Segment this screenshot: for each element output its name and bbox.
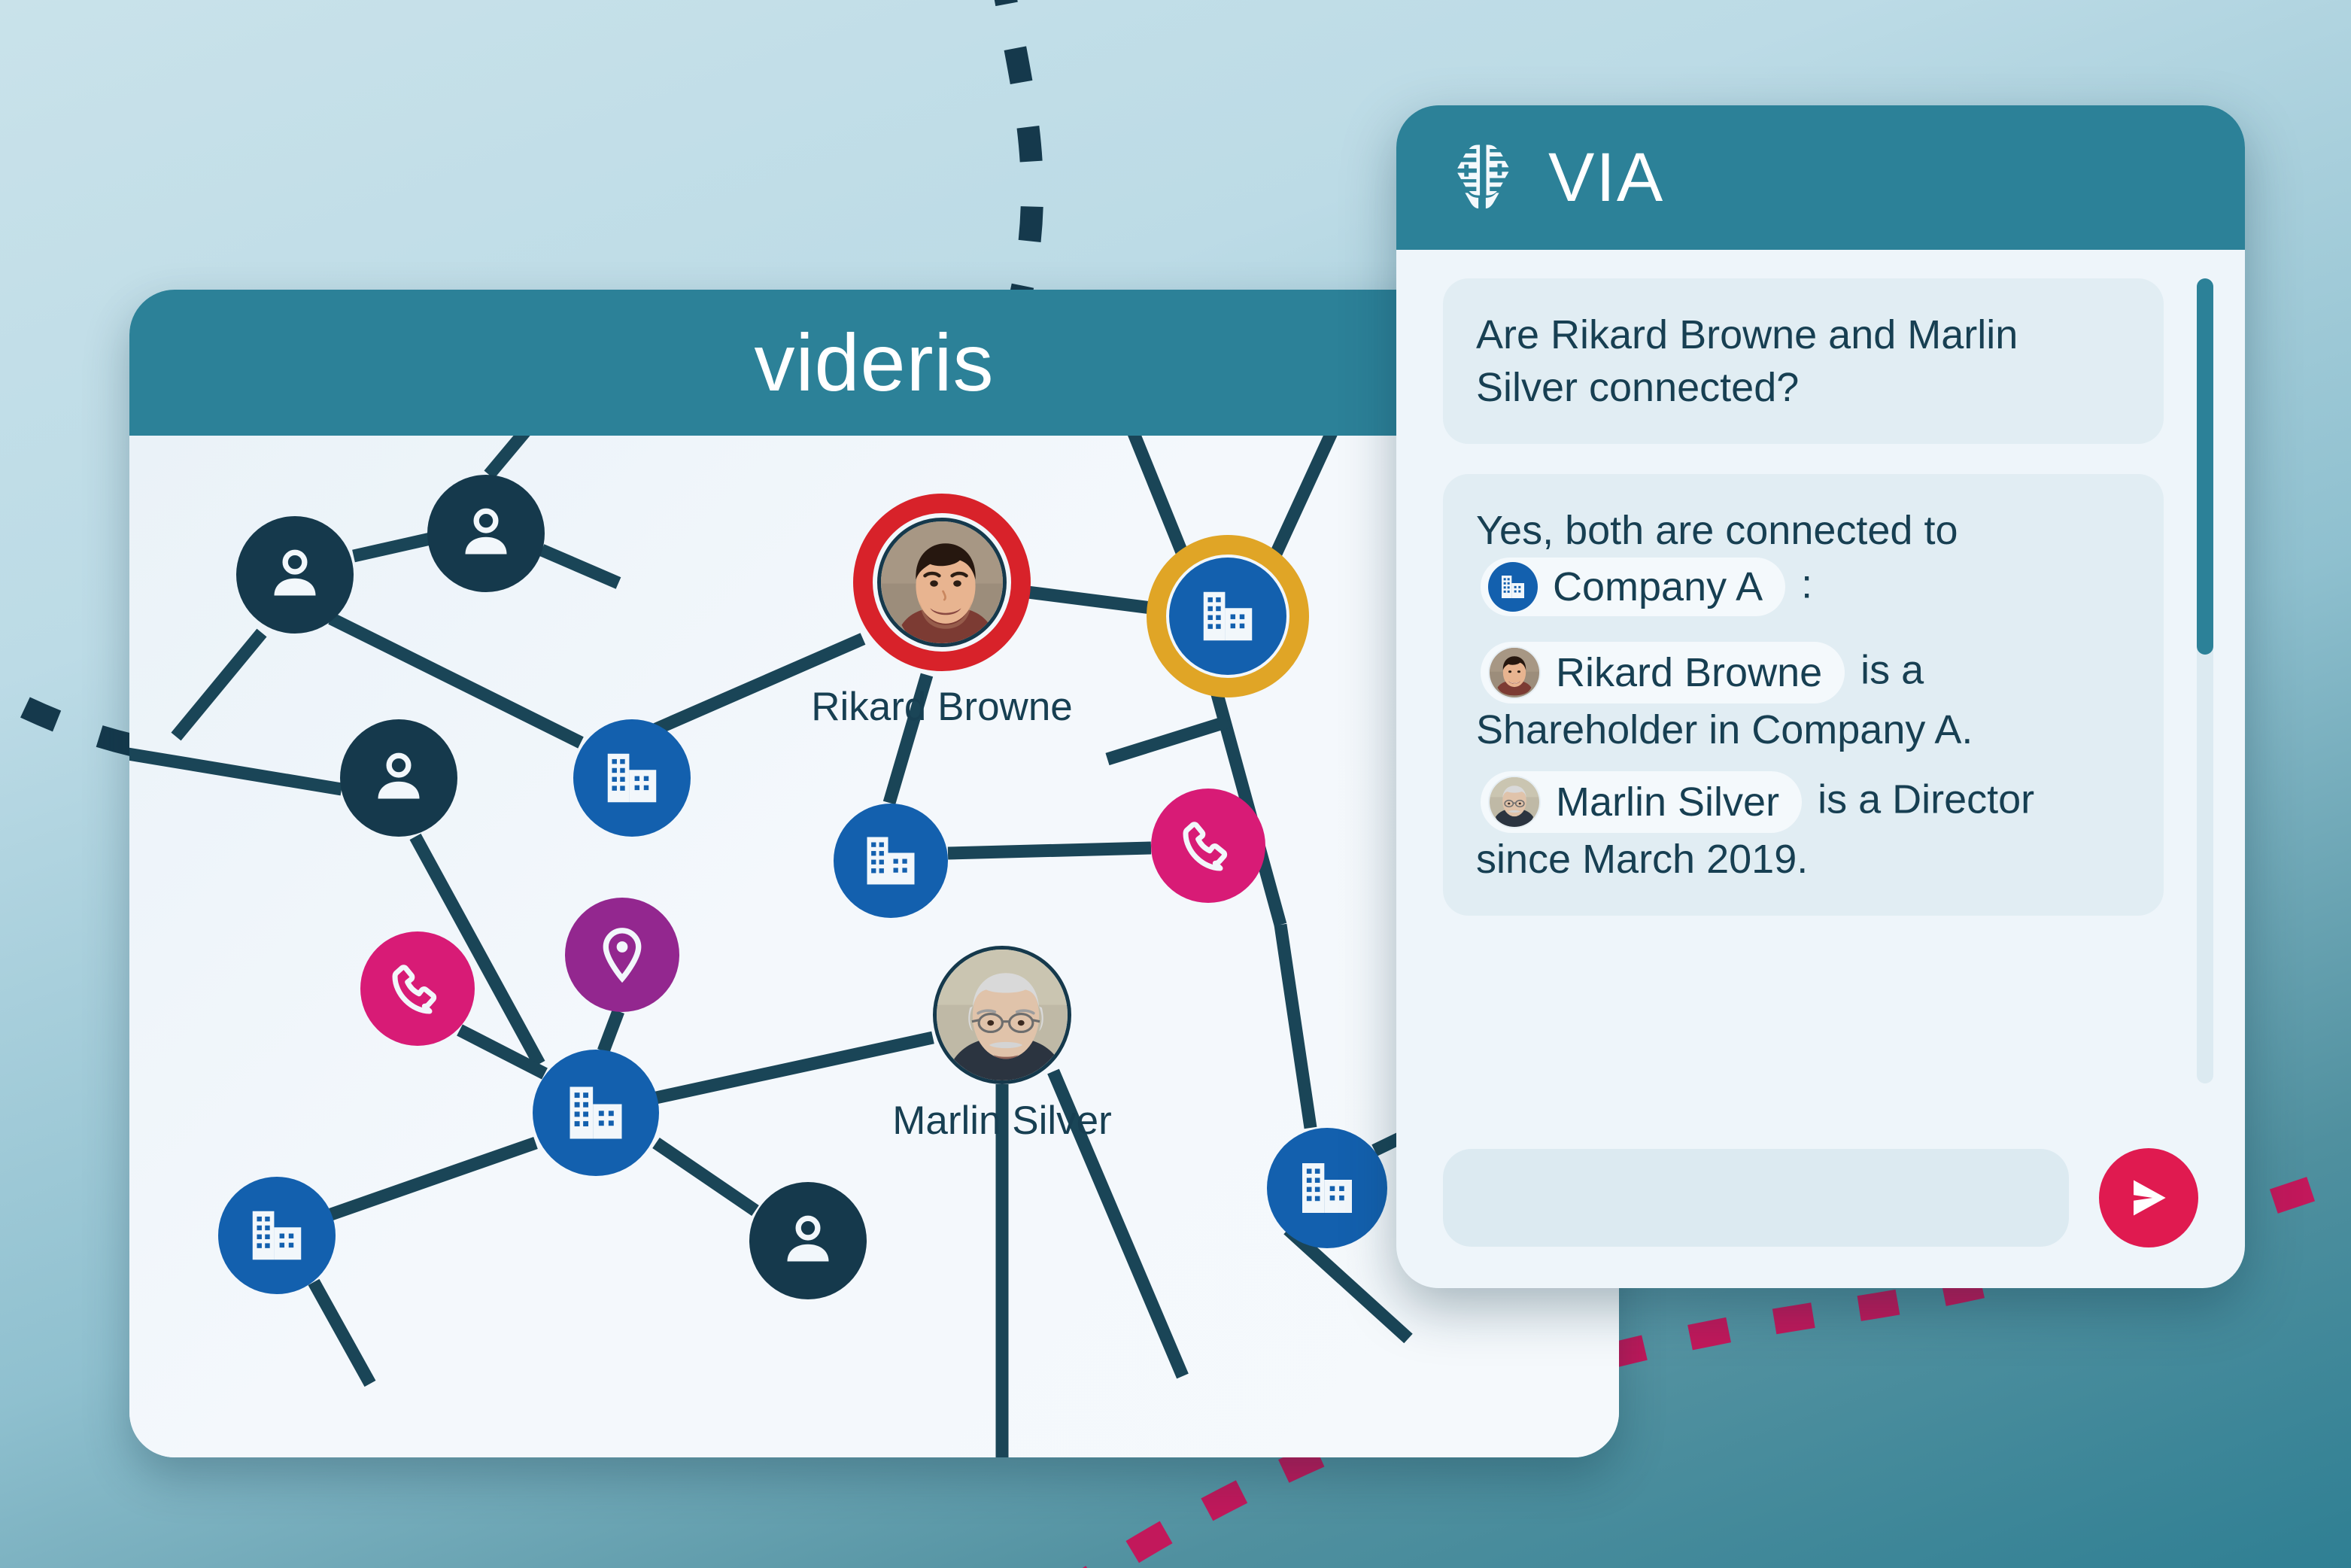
rikard-browne-portrait [881,521,1003,643]
graph-edge [171,628,267,741]
building-icon-glyph [1502,575,1524,598]
graph-edge [1274,923,1317,1129]
page-title: videris [754,317,995,408]
chat-bubble-assistant: Yes, both are connected to C [1443,474,2164,916]
graph-node-company[interactable] [533,1050,659,1176]
via-chat-header: VIA [1396,105,2245,250]
avatar [1488,646,1541,699]
chat-composer [1396,1108,2245,1288]
graph-edge [484,436,530,479]
graph-node-company[interactable] [1267,1128,1387,1248]
avatar[interactable] [877,518,1007,647]
person-icon [378,752,420,799]
graph-node-person[interactable] [236,516,354,634]
building-icon [607,753,657,803]
chat-bubble-user: Are Rikard Browne and Marlin Silver conn… [1443,278,2164,445]
graph-node-location[interactable] [565,898,679,1012]
person-icon [465,508,507,555]
via-brand-name: VIA [1548,139,1665,216]
graph-edge [539,544,621,589]
location-pin-icon [603,928,642,983]
graph-node-person[interactable] [340,719,457,837]
graph-node-label-rikard: Rikard Browne [811,685,1073,729]
graph-edge [352,532,432,563]
graph-edge [947,841,1152,860]
fact-marlin-text: is a Director since March 2019. [1476,776,2035,882]
graph-edge [1047,1068,1189,1379]
graph-edge [409,833,545,1068]
rikard-browne-portrait-small [1490,647,1539,697]
avatar [1488,775,1541,828]
graph-edge [1265,436,1338,567]
entity-chip-label: Rikard Browne [1556,649,1823,695]
graph-node-company[interactable] [218,1177,336,1294]
graph-node-company[interactable] [834,804,948,918]
phone-icon [392,965,437,1014]
marlin-silver-portrait-small [1490,776,1539,827]
graph-edge [328,612,584,749]
graph-node-company-highlighted[interactable] [1169,558,1286,675]
graph-node-phone[interactable] [1151,789,1265,903]
building-icon [1302,1163,1352,1213]
videris-titlebar: videris [129,290,1619,436]
graph-edge [1014,584,1171,617]
graph-edge [1105,715,1230,766]
graph-edge [652,1137,759,1217]
fact-rikard-text: is a Shareholder in Company A. [1476,646,1973,752]
send-icon [2134,1180,2166,1216]
person-icon [274,549,316,596]
building-icon [570,1086,622,1139]
graph-edge [597,1008,624,1054]
graph-edge [308,1278,376,1387]
graph-node-person[interactable] [749,1182,867,1299]
person-icon [787,1215,829,1262]
chat-scrollbar[interactable] [2197,278,2213,1083]
graph-node-person[interactable] [427,475,545,592]
videris-window: videris [129,290,1619,1457]
entity-chip-marlin[interactable]: Marlin Silver [1481,770,1803,833]
graph-edge [1283,1224,1413,1344]
answer-colon: : [1801,561,1813,606]
chat-scrollbar-thumb[interactable] [2197,278,2213,655]
via-chat-window: VIA Are Rikard Browne and Marlin Silver … [1396,105,2245,1288]
graph-edges [129,436,1487,1457]
entity-chip-company[interactable]: Company A [1481,557,1786,616]
chat-input[interactable] [1443,1149,2069,1247]
send-button[interactable] [2099,1148,2198,1247]
answer-intro: Yes, both are connected to [1476,508,1958,554]
graph-edge [653,633,866,735]
phone-icon [1183,822,1228,871]
graph-edge [882,673,934,805]
building-icon [1203,591,1253,641]
network-graph-canvas[interactable]: Rikard Browne [129,436,1619,1457]
entity-chip-rikard[interactable]: Rikard Browne [1481,641,1845,703]
building-icon [252,1211,302,1260]
graph-edge [457,1024,548,1080]
brain-icon [1457,144,1509,209]
graph-node-company[interactable] [573,719,691,837]
graph-node-phone[interactable] [360,931,475,1046]
graph-node-label-marlin: Marlin Silver [892,1099,1112,1143]
chat-message-list[interactable]: Are Rikard Browne and Marlin Silver conn… [1396,250,2245,1108]
avatar[interactable] [933,946,1071,1084]
entity-chip-label: Company A [1553,564,1763,609]
dashed-path-top [994,0,1043,304]
graph-edge [1128,436,1192,567]
graph-edge [329,1136,538,1221]
chat-user-question: Are Rikard Browne and Marlin Silver conn… [1476,312,2018,411]
entity-chip-label: Marlin Silver [1556,779,1780,825]
marlin-silver-portrait [937,950,1068,1080]
building-icon [867,837,915,885]
graph-edge [655,1031,934,1105]
graph-edge [129,747,343,796]
building-icon [1488,561,1538,612]
